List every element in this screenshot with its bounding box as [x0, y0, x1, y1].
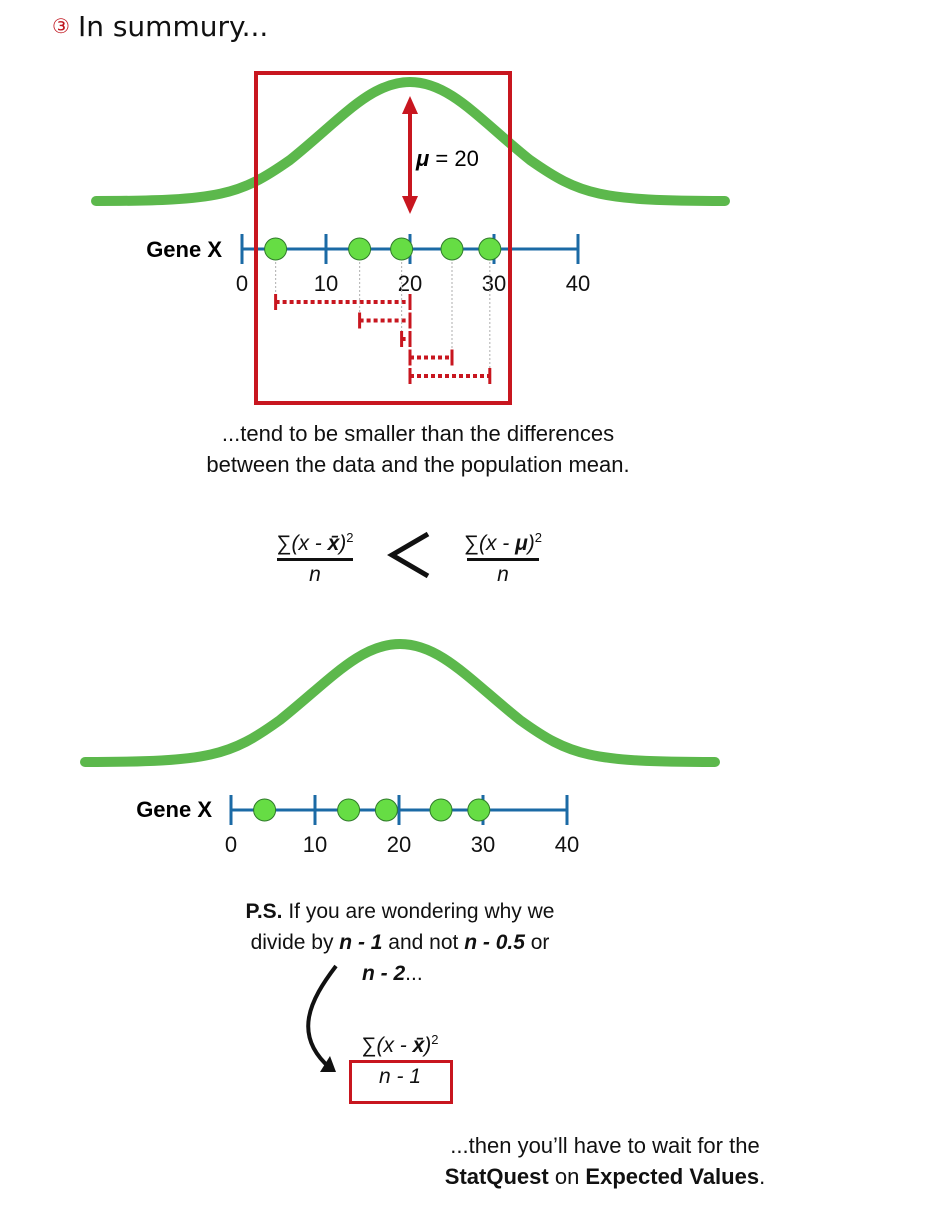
left-numerator-a: (x - [291, 532, 328, 555]
right-numerator-a: (x - [478, 532, 516, 555]
final-note: ...then you’ll have to wait for the Stat… [420, 1130, 790, 1192]
gene-x-label-bottom: Gene X [136, 797, 212, 822]
left-denominator: n [309, 563, 321, 586]
ps-line-3: n - 2... [362, 958, 423, 989]
final-period: . [759, 1164, 766, 1189]
bottom-tick-label: 30 [471, 832, 495, 857]
less-than-text: < [384, 530, 385, 531]
top-tick-label: 10 [314, 271, 338, 296]
top-tick-label: 0 [236, 271, 248, 296]
gene-x-axis-bottom: 0 10 20 30 40 [225, 795, 579, 857]
top-tick-label: 30 [482, 271, 506, 296]
right-denominator: n [497, 563, 509, 586]
top-data-point [264, 237, 288, 261]
ps-note: P.S. If you are wondering why we divide … [190, 896, 610, 958]
statquest-word: StatQuest [444, 1164, 549, 1189]
final-line-1: ...then you’ll have to wait for the [450, 1133, 760, 1158]
boxed-numerator-c: ) [424, 1034, 432, 1057]
mu-symbol: μ [415, 146, 429, 171]
right-exponent: 2 [534, 530, 543, 545]
left-exponent: 2 [346, 530, 354, 545]
left-numerator-xbar: x̄ [327, 532, 340, 555]
heading-text: In summury... [77, 10, 269, 43]
ps-line-2e: or [524, 931, 550, 954]
mu-arrow [402, 96, 418, 214]
bottom-tick-label: 10 [303, 832, 327, 857]
expected-values-word: Expected Values [585, 1164, 760, 1189]
ps-n-minus-half: n - 0.5 [464, 931, 525, 954]
sample-variance-fraction: ∑(x - x̄)2 n [270, 530, 360, 587]
bottom-data-point [467, 798, 491, 822]
normal-curve-bottom [80, 638, 720, 767]
boxed-denominator: n - 1 [378, 1065, 422, 1088]
top-data-point [348, 237, 372, 261]
caption-line-2: between the data and the population mean… [206, 452, 630, 477]
heading-marker: ③ [52, 14, 70, 38]
boxed-numerator-a: (x - [376, 1034, 413, 1057]
top-data-point [390, 237, 414, 261]
sum-symbol-right: ∑ [463, 532, 479, 555]
top-data-point [478, 237, 502, 261]
highlight-box [254, 71, 512, 405]
bottom-tick-label: 0 [225, 832, 237, 857]
top-tick-label: 40 [566, 271, 590, 296]
page-heading: ③ In summury... [52, 10, 268, 43]
bottom-data-point [429, 798, 453, 822]
ps-lead: P.S. [245, 900, 283, 923]
boxed-formula-frame [349, 1060, 453, 1104]
mu-value: = 20 [429, 146, 479, 171]
boxed-sum-symbol: ∑ [361, 1034, 377, 1057]
normal-curve-top [91, 76, 730, 206]
boxed-exponent: 2 [431, 1032, 439, 1047]
right-numerator-c: ) [527, 532, 535, 555]
right-numerator-mu: μ [515, 532, 528, 555]
left-numerator-c: ) [339, 532, 347, 555]
ps-ellipsis: ... [405, 962, 423, 985]
mu-label: μ = 20 [415, 146, 479, 171]
boxed-numerator-xbar: x̄ [412, 1034, 425, 1057]
bottom-data-point [337, 798, 361, 822]
population-variance-fraction: ∑(x - μ)2 n [458, 530, 548, 587]
bottom-data-point [253, 798, 277, 822]
top-data-point [440, 237, 464, 261]
final-on: on [548, 1164, 586, 1189]
less-than-sign: < [384, 530, 430, 579]
ps-line-1: If you are wondering why we [282, 900, 555, 923]
ps-n-minus-1: n - 1 [339, 931, 383, 954]
curved-arrow [306, 964, 338, 1072]
difference-bars [274, 262, 492, 384]
bottom-tick-label: 20 [387, 832, 411, 857]
ps-n-minus-2: n - 2 [362, 962, 406, 985]
gene-x-label-top: Gene X [146, 237, 222, 262]
ps-line-2a: divide by [250, 931, 340, 954]
bottom-diagram: 0 10 20 30 40 Gene X [80, 638, 720, 857]
bottom-tick-label: 40 [555, 832, 579, 857]
bottom-data-point [374, 798, 398, 822]
caption-line-1: ...tend to be smaller than the differenc… [221, 421, 615, 446]
ps-line-2c: and not [382, 931, 465, 954]
sum-symbol-left: ∑ [276, 532, 292, 555]
caption: ...tend to be smaller than the differenc… [168, 418, 668, 480]
